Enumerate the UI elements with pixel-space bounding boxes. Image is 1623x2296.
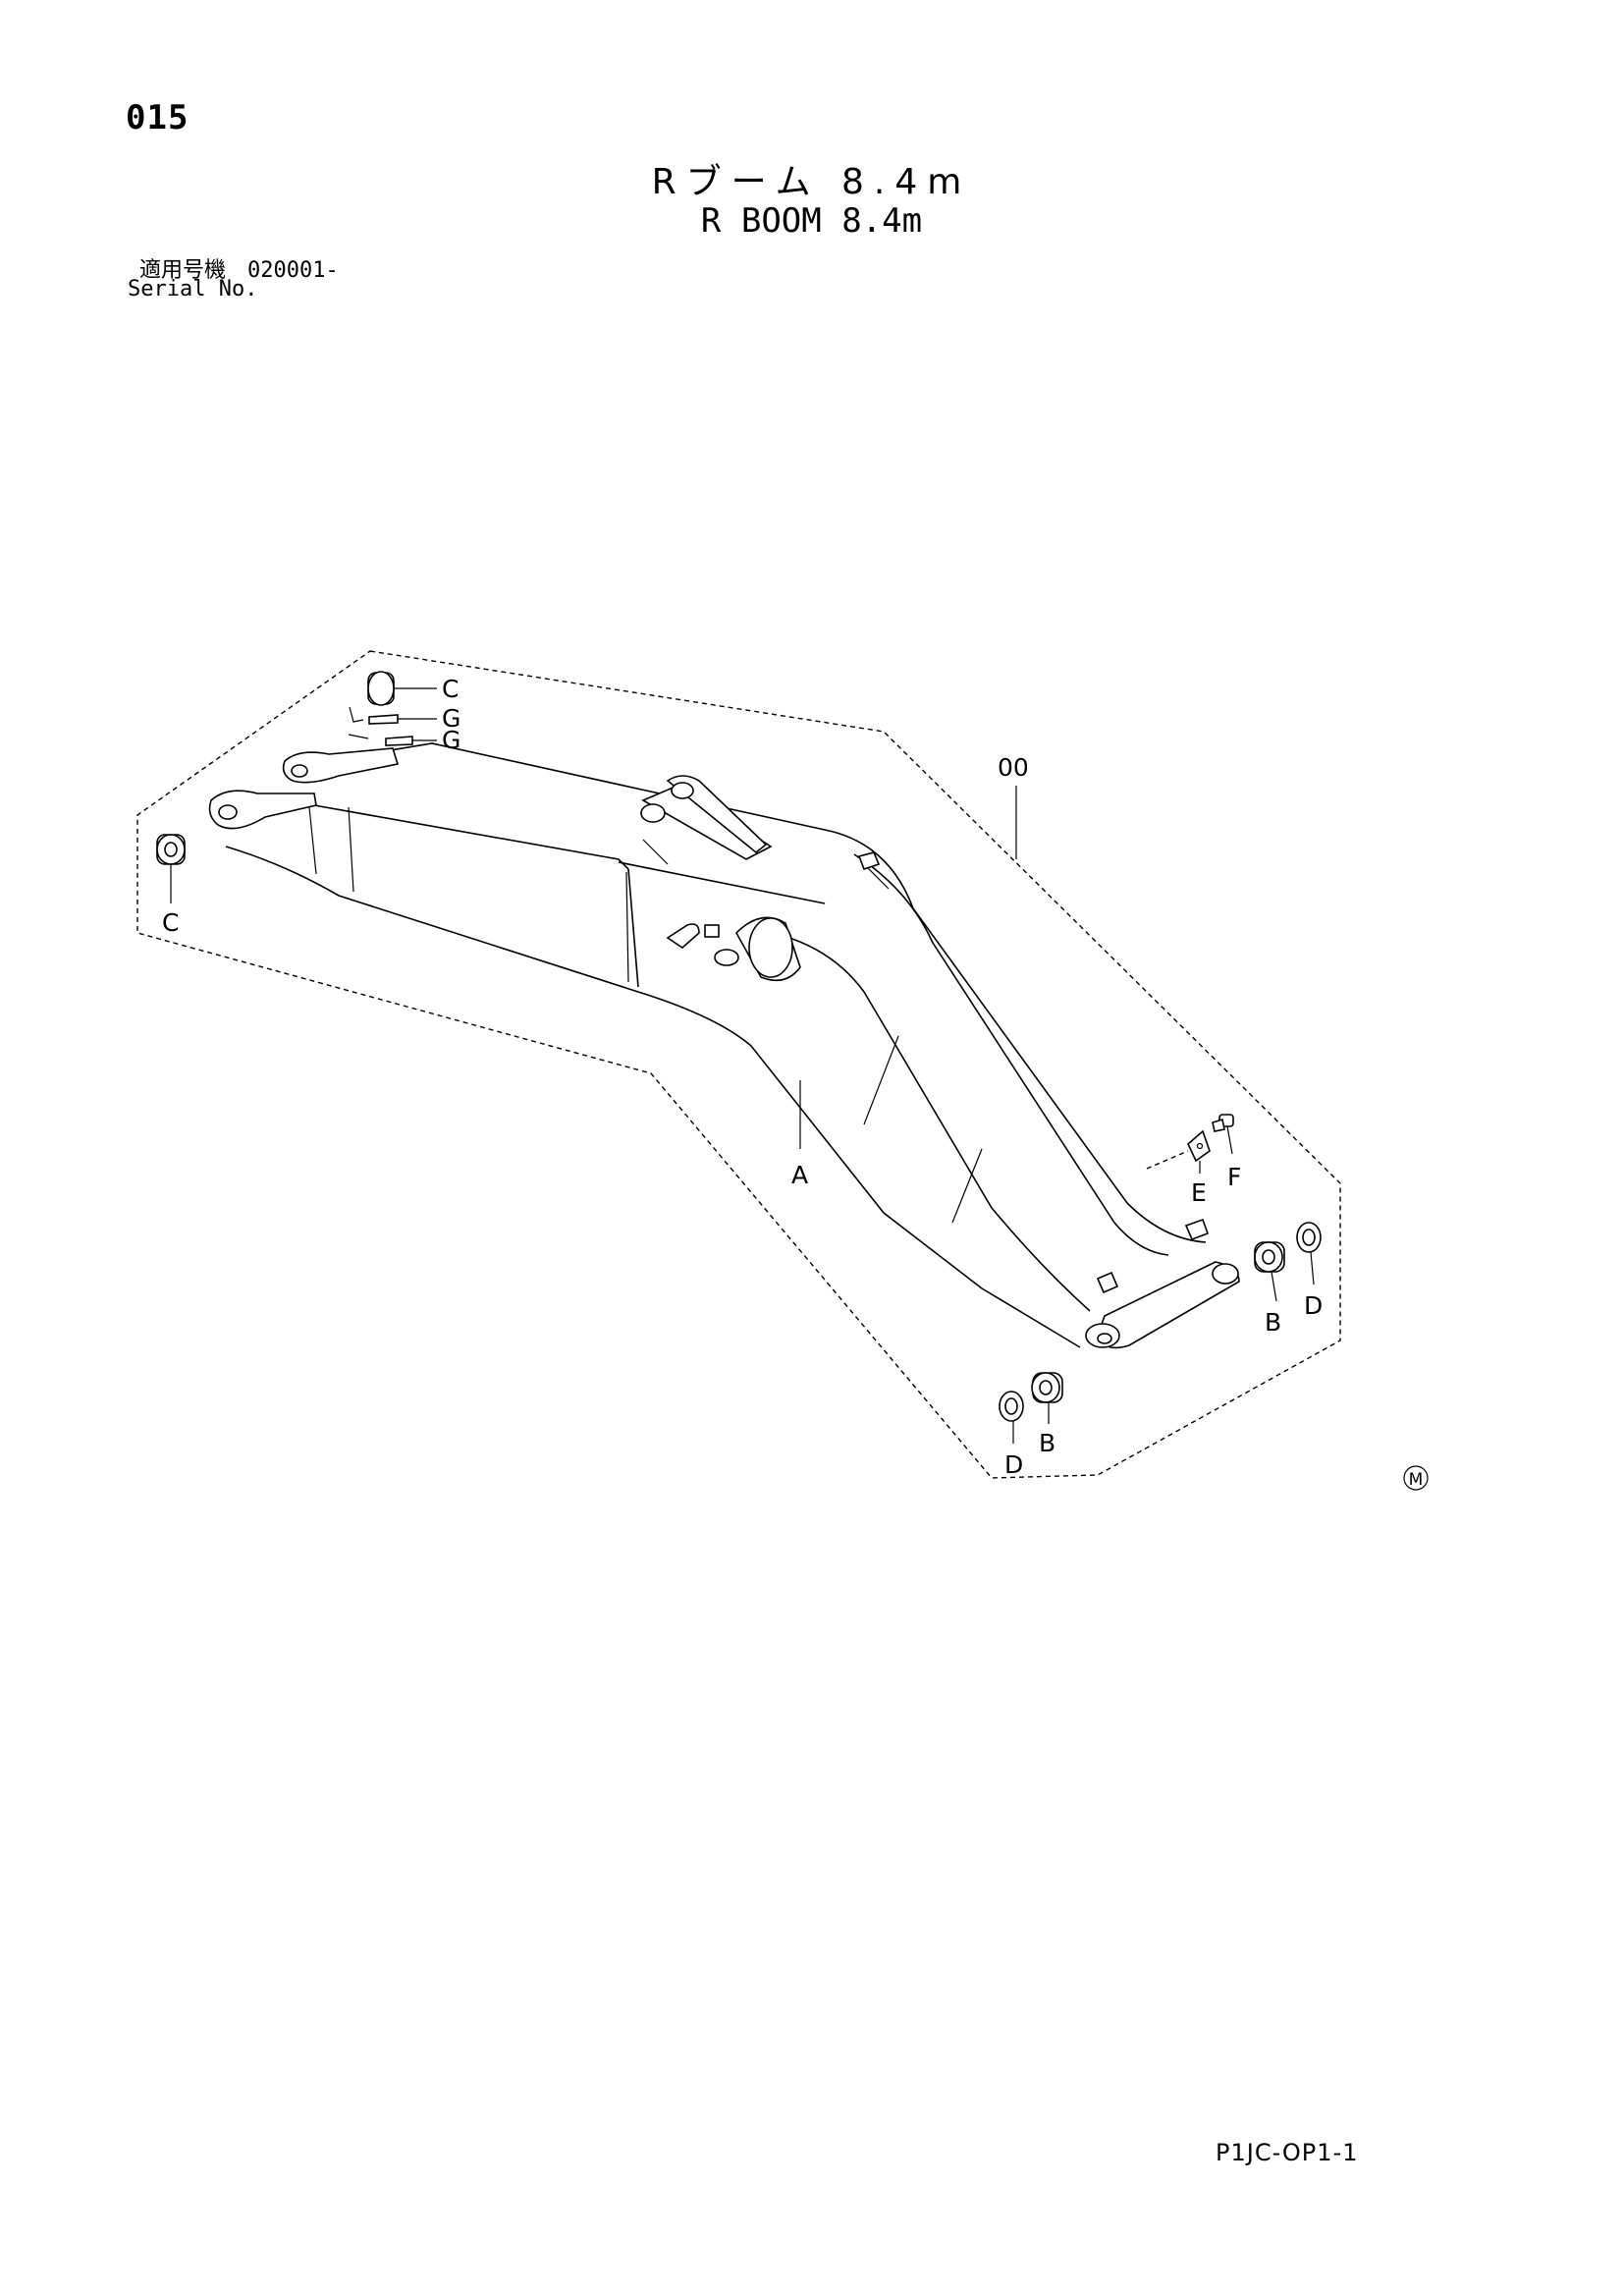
callout-e: E [1191,1178,1207,1207]
assembly-boundary [136,650,1341,1479]
callout-b-lower: B [1039,1429,1055,1457]
callout-c-left: C [162,908,179,937]
boom-foot-bosses [208,747,400,830]
callout-g-lower: G [442,726,460,754]
part-b-lower: B [1031,1372,1063,1457]
part-g-lower: G [348,726,460,754]
title-japanese: Rブーム 8.4m [651,162,972,202]
callout-a: A [791,1161,808,1189]
part-g-upper: G [349,704,460,733]
serial-label-jp-text: 適用号機 [139,258,227,283]
callout-b-right: B [1265,1308,1281,1337]
arm-end-boss [1085,1218,1240,1349]
callout-d-lower: D [1004,1450,1023,1479]
page-number: 015 [126,98,189,137]
serial-value: 020001- [247,258,339,283]
part-c-left: C [156,834,186,937]
part-d-lower: D [999,1391,1024,1479]
serial-label-japanese: 適用号機 020001- [139,252,339,284]
cylinder-bracket [640,775,773,865]
part-b-right: B [1254,1241,1285,1337]
part-f: F [1212,1114,1241,1191]
callout-g-upper: G [442,704,460,733]
title-english: R BOOM 8.4m [700,201,923,241]
part-d-right: D [1296,1222,1323,1320]
callout-c-top: C [442,675,459,703]
callout-assembly: 00 [998,753,1029,782]
part-c-top: C [367,671,459,706]
circled-m-mark: M [1403,1465,1429,1491]
serial-label-english: Serial No. [128,277,258,301]
circled-m-letter: M [1409,1470,1424,1490]
callout-f: F [1227,1163,1241,1191]
callout-d-right: D [1304,1291,1323,1320]
document-code: P1JC-OP1-1 [1216,2139,1359,2166]
part-e: E [1146,1129,1211,1207]
cylinder-mount [666,851,890,982]
